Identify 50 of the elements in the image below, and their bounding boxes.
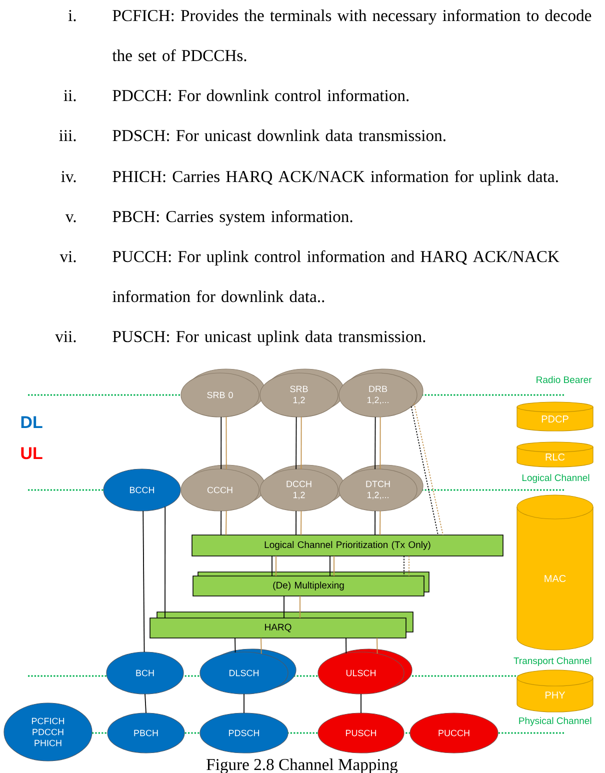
- list-item-text: PBCH: Carries system information.: [112, 210, 352, 226]
- layer-cylinder: PDCP: [516, 402, 594, 432]
- connector-line: [300, 416, 302, 470]
- connector-line: [296, 416, 297, 470]
- process-bar: Logical Channel Prioritization (Tx Only): [192, 534, 504, 556]
- list-item-text: PHICH: Carries HARQ ACK/NACK information for uplink data.: [112, 170, 558, 186]
- process-bar: HARQ: [150, 612, 414, 638]
- connector-line: [234, 638, 236, 653]
- list-item-text: PUCCH: For uplink control information and HARQ ACK/NACK information for downlink data..: [112, 250, 560, 302]
- list-item-text: PDSCH: For unicast downlink data transmission.: [112, 130, 446, 142]
- list-item-text: PUSCH: For unicast uplink data transmission.: [112, 330, 426, 346]
- list-item-text: PCFICH: Provides the terminals with necessary information to decode the set of PDCCHs.: [112, 9, 592, 62]
- list-numeral: vi.: [60, 251, 76, 262]
- process-bar: (De) Multiplexing: [192, 572, 430, 596]
- direction-label: DL: [21, 416, 42, 428]
- layer-label: Radio Bearer: [536, 376, 592, 384]
- list-item-text: PDCCH: For downlink control information.: [112, 89, 409, 102]
- connector-line: [296, 510, 297, 536]
- connector-line: [374, 510, 376, 536]
- list-numeral: vii.: [55, 331, 76, 342]
- list-numeral: iv.: [61, 171, 76, 182]
- connector-line: [142, 510, 145, 652]
- list-numeral: v.: [65, 214, 76, 222]
- layer-label: Physical Channel: [519, 717, 592, 726]
- list-numeral: ii.: [64, 90, 76, 102]
- connector-line: [376, 638, 378, 654]
- connector-line: [220, 416, 222, 470]
- layer-cylinder: MAC: [516, 494, 594, 650]
- connector-line: [408, 556, 410, 576]
- layer-cylinder: RLC: [516, 442, 594, 468]
- layer-cylinder: PHY: [516, 670, 594, 712]
- connector-line: [380, 416, 381, 470]
- connector-line: [374, 416, 376, 470]
- list-numeral: i.: [68, 10, 76, 22]
- connector-line: [360, 694, 362, 714]
- connector-line: [144, 694, 146, 714]
- connector-line: [380, 510, 381, 536]
- list-numeral: iii.: [59, 130, 76, 142]
- connector-line: [260, 638, 262, 654]
- layer-label: Logical Channel: [522, 474, 590, 483]
- connector-line: [226, 416, 227, 470]
- connector-line: [220, 510, 222, 536]
- connector-line: [300, 510, 302, 536]
- connector-line: [164, 506, 166, 618]
- connector-line: [414, 402, 444, 536]
- connector-line: [346, 638, 347, 654]
- connector-line: [226, 510, 227, 536]
- direction-label: UL: [21, 447, 42, 460]
- connector-line: [410, 406, 438, 536]
- layer-label: Transport Channel: [514, 657, 592, 666]
